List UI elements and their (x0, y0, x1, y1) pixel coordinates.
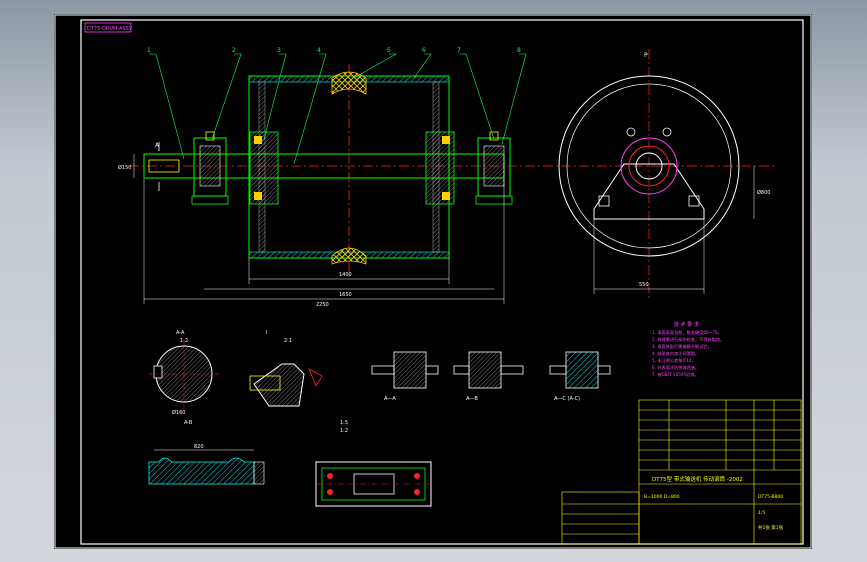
note-line: 3. 滚筒装配后需做静平衡试验。 (652, 343, 712, 350)
drum-outer-circle (558, 75, 740, 257)
dim-plate-len: 820 (194, 444, 204, 450)
drawing-number: DT75-B800 (758, 494, 783, 500)
part-number: 8 (517, 47, 521, 54)
strip-end (253, 461, 265, 485)
base-plate-view: 1:5 1:2 (315, 420, 432, 507)
bearing-base-right (475, 195, 513, 205)
title-block (561, 399, 802, 545)
lagging-detail-top (331, 71, 367, 95)
view-label-p: P (644, 52, 648, 59)
side-dimension-lines (593, 166, 755, 294)
detail-shaft (249, 375, 281, 391)
pattern-view-1: A—A (371, 351, 439, 402)
shaft-cross-section: A-A 1:2 Ø160 (149, 330, 219, 416)
hub-bolt (442, 136, 450, 144)
bearing-right (483, 145, 505, 187)
flange-bolt-circle (628, 145, 670, 187)
outer-border (54, 14, 812, 549)
detail-weld-symbol (308, 368, 323, 387)
note-line: 1. 滚筒表面包胶，胶面硬度60~70。 (652, 329, 722, 336)
drum-inner-circle (566, 83, 732, 249)
note-line: 5. 未注明公差按IT14。 (652, 357, 696, 364)
title-scale: 1:5 (758, 510, 765, 516)
note-line: 2. 焊缝需进行探伤检查，不得有裂纹。 (652, 336, 724, 343)
drawing-sheet: DT75-DRUM-ASSY (54, 14, 812, 549)
plate-hole (414, 489, 420, 495)
drawing-tag: DT75-DRUM-ASSY (87, 26, 133, 32)
pattern-caption: A—A (384, 396, 396, 402)
dim-total-length: 2250 (316, 302, 329, 308)
plate-hole (327, 473, 333, 479)
lagging-strip (148, 457, 255, 485)
note-line: 7. 按GB/T 10595验收。 (652, 371, 699, 378)
lift-eye (626, 127, 636, 137)
notes-title: 技 术 要 求 (674, 321, 699, 328)
plate-hole (414, 473, 420, 479)
grease-nipple-left (205, 131, 215, 141)
section-title: A-A (176, 330, 185, 336)
main-section-view: 1 2 3 4 5 6 7 8 A 2250 1650 1400 Ø150 (118, 47, 774, 308)
dimension-lines (133, 154, 505, 304)
technical-notes: 技 术 要 求 1. 滚筒表面包胶，胶面硬度60~70。 2. 焊缝需进行探伤检… (652, 321, 724, 378)
pattern-caption: A—B (466, 396, 478, 402)
side-view: P 550 Ø800 (558, 49, 770, 299)
cad-drawing: DT75-DRUM-ASSY (54, 14, 812, 549)
part-number: 6 (422, 47, 426, 54)
bearing-left (199, 145, 221, 187)
dim-shaft-dia: Ø150 (118, 164, 131, 171)
note-line: 6. 外表面涂防锈漆两遍。 (652, 364, 699, 371)
drawing-tag-box (84, 22, 132, 33)
inner-border (80, 19, 804, 545)
strip-title: A-B (184, 420, 193, 426)
part-number: 4 (317, 47, 321, 54)
section-key (153, 365, 163, 379)
plate-title: 1:5 (340, 420, 348, 426)
detail-view-i: I 2:1 (249, 330, 323, 407)
lagging-strip-view: A-B 820 (148, 420, 265, 485)
hub-bolt (442, 192, 450, 200)
pillow-block (593, 163, 705, 220)
pattern-view-3: A—C (A-C) (549, 351, 611, 402)
sheet-count: 共1张 第1张 (758, 524, 784, 531)
anchor-bolt (598, 195, 610, 207)
bearing-base-left (191, 195, 229, 205)
section-marker-a: A (155, 142, 160, 149)
part-number: 2 (232, 47, 236, 54)
flange-outer (620, 137, 678, 195)
anchor-bolt (688, 195, 700, 207)
part-leaders (149, 53, 527, 165)
plate-hole (327, 489, 333, 495)
grease-nipple-right (489, 131, 499, 141)
part-number: 5 (387, 47, 391, 54)
part-number: 3 (277, 47, 281, 54)
pattern-caption: A—C (A-C) (554, 396, 580, 402)
dim-drum-dia: Ø800 (757, 189, 770, 196)
pattern-view-2: A—B (453, 351, 524, 402)
dim-face-width: 1400 (339, 272, 352, 278)
lift-eye (662, 127, 672, 137)
shaft-bore (635, 152, 663, 180)
plate-scale: 1:2 (340, 428, 348, 434)
hub-bolt (254, 192, 262, 200)
lagging-pattern-views: A—A A—B A—C (A-C) (371, 351, 611, 402)
title-main: DT75型 带式输送机 传动滚筒 -2002 (652, 475, 743, 483)
note-line: 4. 轴承座内加注润滑脂。 (652, 350, 699, 357)
dim-section-dia: Ø160 (172, 409, 185, 416)
dim-base-width: 550 (639, 282, 649, 288)
detail-title: I (266, 330, 267, 336)
part-number: 7 (457, 47, 461, 54)
lagging-detail-bottom (331, 247, 367, 265)
detail-weld-section (253, 363, 305, 407)
keyway (148, 159, 180, 173)
detail-scale: 2:1 (284, 338, 292, 344)
part-number: 1 (147, 47, 151, 54)
dim-bearing-center: 1650 (339, 292, 352, 298)
hub-bolt (254, 136, 262, 144)
title-sub: B=1000 D=800 (644, 494, 680, 500)
